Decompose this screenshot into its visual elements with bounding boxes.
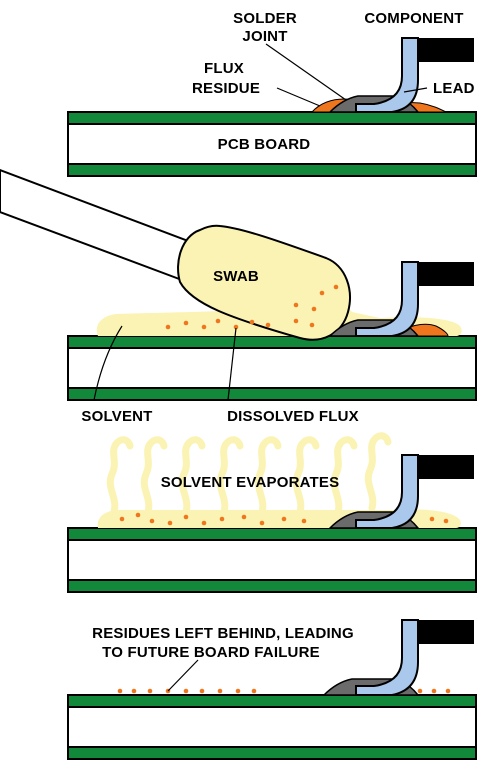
component-icon (355, 619, 474, 696)
swab-head-shape (177, 224, 351, 341)
lead-icon (355, 261, 419, 337)
component-icon (355, 454, 474, 529)
pcb-board-icon (67, 335, 477, 401)
lead-icon (355, 619, 419, 696)
residue-pointer (167, 659, 199, 692)
pcb-board-icon (67, 527, 477, 593)
label-pcb-board: PCB BOARD (218, 136, 311, 153)
dissolved-flux-dots (165, 284, 339, 330)
label-solvent: SOLVENT (81, 408, 152, 425)
label-residues-line2: TO FUTURE BOARD FAILURE (102, 644, 320, 661)
flux-residue-pointer (276, 87, 321, 107)
vapor-icon (106, 432, 392, 516)
lead-icon (355, 454, 419, 529)
lead-icon (355, 37, 419, 113)
label-residues-line1: RESIDUES LEFT BEHIND, LEADING (92, 625, 354, 642)
panel-1-soldered-joint: SOLDER JOINT COMPONENT FLUX RESIDUE LEAD… (67, 10, 477, 177)
panel-2-swab-cleaning: SWAB SOLVENT DISSOLVED FLUX (0, 168, 477, 425)
label-component: COMPONENT (364, 10, 463, 27)
dissolved-flux-pointer (227, 327, 237, 401)
swab-icon (0, 168, 198, 282)
label-flux-line2: RESIDUE (192, 80, 260, 97)
lead-pointer (403, 87, 428, 93)
panel-3-evaporation: SOLVENT EVAPORATES (67, 432, 477, 593)
panel-4-residues-left: RESIDUES LEFT BEHIND, LEADING TO FUTURE … (67, 619, 477, 760)
component-icon (355, 37, 474, 113)
solder-joint-pointer (265, 43, 347, 101)
label-flux-line1: FLUX (204, 60, 244, 77)
residue-dots (117, 688, 451, 694)
solvent-pointer (93, 325, 123, 401)
pcb-board-icon (67, 694, 477, 760)
label-swab: SWAB (213, 268, 259, 285)
flux-dots (119, 512, 449, 526)
label-solder-joint-line2: JOINT (242, 28, 287, 45)
component-icon (355, 261, 474, 337)
pcb-board-icon (67, 111, 477, 177)
label-dissolved-flux: DISSOLVED FLUX (227, 408, 359, 425)
label-lead: LEAD (433, 80, 475, 97)
label-solvent-evaporates: SOLVENT EVAPORATES (161, 474, 340, 491)
label-solder-joint-line1: SOLDER (233, 10, 297, 27)
